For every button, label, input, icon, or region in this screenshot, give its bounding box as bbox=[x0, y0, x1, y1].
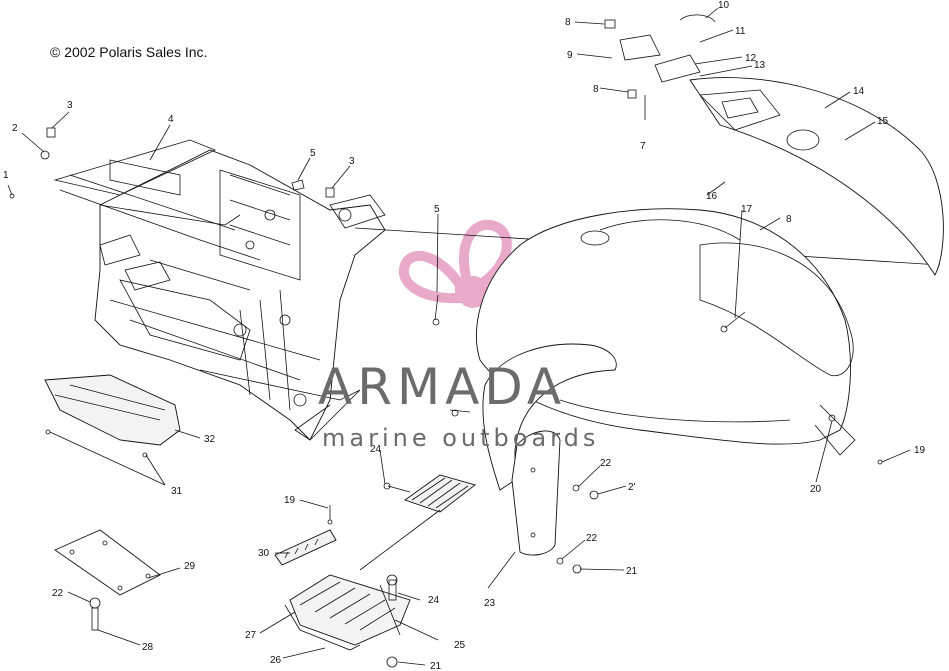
leader-lines bbox=[7, 7, 911, 666]
rear-fender-body bbox=[475, 208, 856, 456]
callout-13: 13 bbox=[754, 60, 766, 71]
watermark-brand: ARMADA bbox=[318, 358, 567, 416]
callout-30: 30 bbox=[258, 548, 270, 559]
callout-29: 29 bbox=[184, 561, 196, 572]
callout-23: 23 bbox=[484, 598, 496, 609]
callout-14: 14 bbox=[853, 86, 865, 97]
callout-2: 2 bbox=[12, 123, 18, 134]
callout-12: 12 bbox=[745, 53, 757, 64]
callout-15: 15 bbox=[877, 116, 889, 127]
callout-19: 19 bbox=[914, 445, 926, 456]
skid-plate-lower bbox=[54, 529, 161, 596]
callout-8: 8 bbox=[786, 214, 792, 225]
callout-labels: 1 2 3 3 4 5 5 7 8 8 8 9 10 11 12 13 14 1… bbox=[3, 0, 926, 671]
callout-5: 5 bbox=[310, 148, 316, 159]
callout-22: 22 bbox=[600, 458, 612, 469]
callout-5: 5 bbox=[434, 204, 440, 215]
callout-7: 7 bbox=[640, 141, 646, 152]
callout-9: 9 bbox=[567, 50, 573, 61]
callout-27: 27 bbox=[245, 630, 257, 641]
inner-fender-mudflap bbox=[482, 343, 617, 556]
callout-25: 25 bbox=[454, 640, 466, 651]
footrest-upper bbox=[404, 474, 476, 513]
heel-guard bbox=[274, 529, 337, 566]
callout-24: 24 bbox=[428, 595, 440, 606]
callout-22: 22 bbox=[586, 533, 598, 544]
callout-16: 16 bbox=[706, 191, 718, 202]
callout-31: 31 bbox=[171, 486, 183, 497]
hardware-fasteners bbox=[9, 127, 883, 668]
callout-17: 17 bbox=[741, 204, 753, 215]
footrest-lower bbox=[284, 574, 411, 651]
callout-21: 21 bbox=[430, 661, 442, 671]
callout-20: 20 bbox=[810, 484, 822, 495]
callout-22: 22 bbox=[52, 588, 64, 599]
callout-28: 28 bbox=[142, 642, 154, 653]
callout-3: 3 bbox=[349, 156, 355, 167]
callout-3: 3 bbox=[67, 100, 73, 111]
copyright-notice: © 2002 Polaris Sales Inc. bbox=[50, 44, 208, 60]
callout-26: 26 bbox=[270, 655, 282, 666]
frame-assembly bbox=[53, 139, 941, 441]
callout-4: 4 bbox=[168, 114, 174, 125]
callout-21: 2' bbox=[628, 482, 636, 493]
callout-10: 10 bbox=[718, 0, 730, 11]
callout-32: 32 bbox=[204, 434, 216, 445]
callout-8: 8 bbox=[565, 17, 571, 28]
callout-24: 24 bbox=[370, 444, 382, 455]
callout-19: 19 bbox=[284, 495, 296, 506]
callout-8: 8 bbox=[593, 84, 599, 95]
rear-fender-upper bbox=[604, 14, 944, 276]
skid-plate-left bbox=[44, 374, 181, 446]
callout-1: 1 bbox=[3, 170, 9, 181]
callout-21: 21 bbox=[626, 566, 638, 577]
watermark-tagline: marine outboards bbox=[322, 424, 600, 452]
callout-11: 11 bbox=[735, 26, 746, 37]
